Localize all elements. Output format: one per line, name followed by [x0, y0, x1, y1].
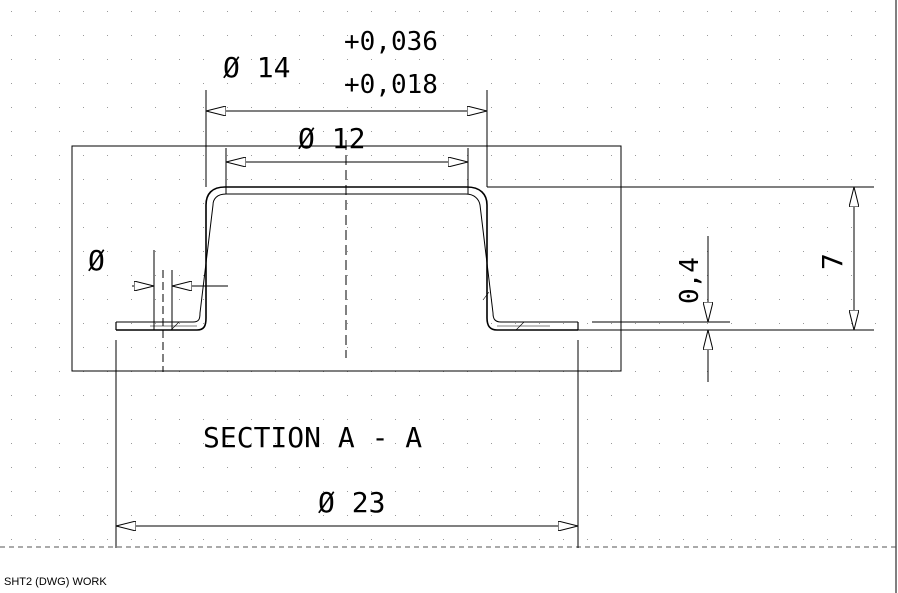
hole-slot[interactable]	[153, 270, 173, 372]
dim-flange-label: Ø 23	[318, 486, 385, 519]
status-bar: SHT2 (DWG) WORK	[4, 576, 107, 588]
dim-height-label: 7	[816, 253, 849, 270]
status-bar-text: SHT2 (DWG) WORK	[4, 576, 107, 588]
dim-thickness-label: 0,4	[675, 257, 705, 304]
dim-inner-label: Ø 12	[298, 122, 365, 155]
dim-inner-diameter[interactable]: Ø 12	[225, 122, 469, 194]
dim-outer-diameter[interactable]: Ø 14 +0,036 +0,018	[205, 27, 488, 187]
hatch-right	[515, 321, 525, 331]
hatch-wall-right	[482, 291, 490, 301]
dim-hole-label: Ø	[88, 244, 105, 277]
dim-hole[interactable]: Ø	[88, 244, 228, 322]
dim-outer-tol-lower: +0,018	[344, 70, 438, 100]
dim-outer-tol-upper: +0,036	[344, 27, 438, 57]
section-label: SECTION A - A	[203, 421, 422, 454]
dim-height[interactable]: 7	[487, 186, 874, 331]
dim-outer-label: Ø 14	[223, 51, 290, 84]
dim-flange-diameter[interactable]: Ø 23	[115, 340, 579, 548]
dim-thickness[interactable]: 0,4	[592, 236, 730, 382]
grid-background	[0, 0, 898, 545]
